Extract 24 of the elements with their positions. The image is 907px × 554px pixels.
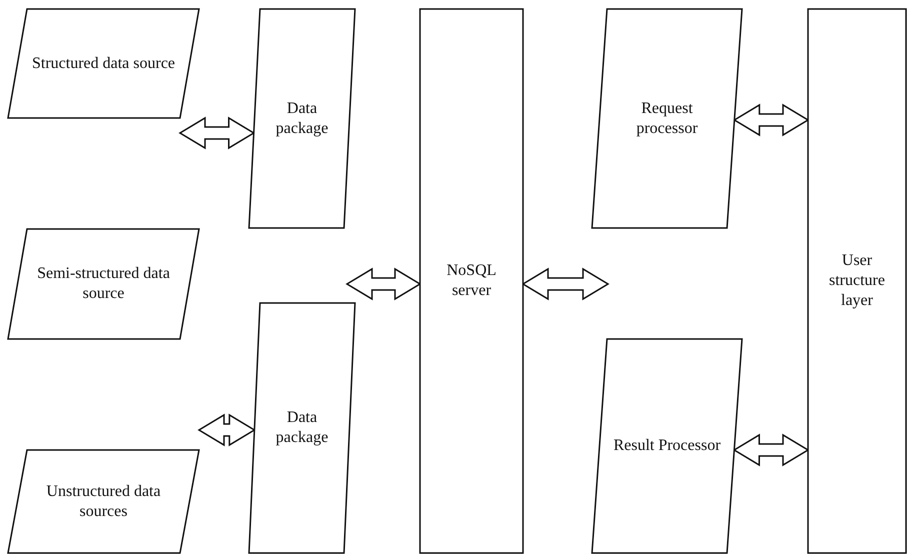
node-label: Semi-structured data source (36, 264, 171, 304)
process-box (808, 9, 906, 553)
node-label: Data package (274, 98, 330, 138)
node-label: Result Processor (613, 436, 721, 456)
process-box (420, 9, 523, 553)
double-arrow (346, 268, 422, 300)
double-arrow (178, 116, 256, 150)
double-arrow (732, 104, 810, 136)
parallelogram-box (592, 339, 742, 553)
double-arrow (198, 414, 256, 446)
parallelogram-box (8, 450, 199, 553)
node-label: Data package (274, 408, 330, 448)
parallelogram-box (8, 9, 199, 118)
node-label: Unstructured data sources (45, 482, 162, 522)
double-arrow (522, 268, 610, 300)
double-arrow (732, 434, 810, 466)
parallelogram-box (249, 9, 355, 228)
node-label: Structured data source (32, 54, 176, 74)
parallelogram-box (249, 303, 355, 553)
parallelogram-box (8, 229, 199, 339)
parallelogram-box (592, 9, 742, 228)
node-label: User structure layer (828, 251, 886, 311)
node-label: Request processor (635, 98, 699, 138)
node-label: NoSQL server (446, 261, 498, 301)
